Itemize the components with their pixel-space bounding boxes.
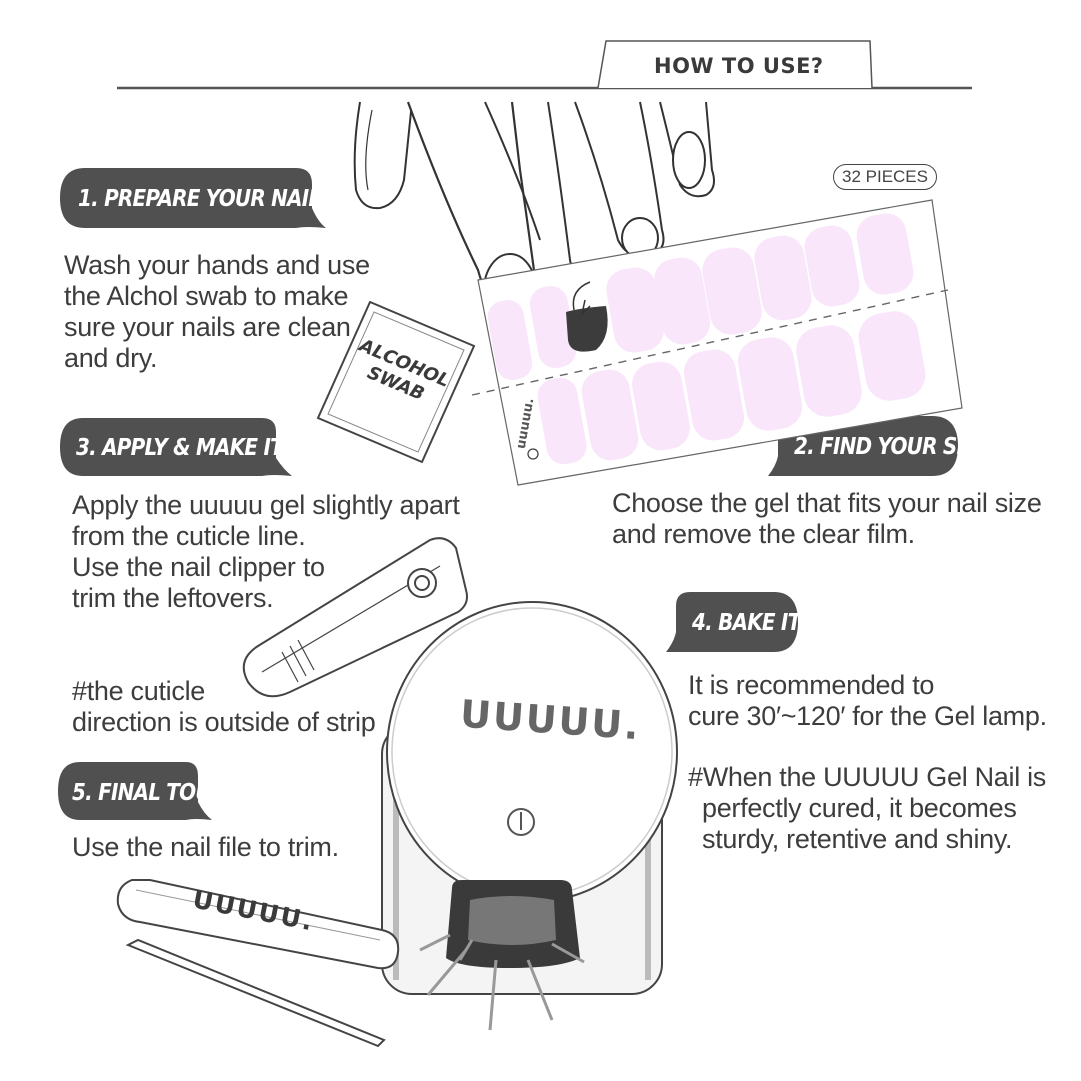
step-1-label: 1. PREPARE YOUR NAILS — [78, 184, 335, 212]
header-tab — [117, 40, 972, 90]
bubble-step-1 — [60, 168, 326, 228]
page-title: HOW TO USE? — [654, 54, 824, 78]
step-4-note: #When the UUUUU Gel Nail is perfectly cu… — [688, 762, 1046, 855]
alcohol-swab-packet — [316, 300, 476, 464]
text-line: and remove the clear film. — [612, 519, 915, 549]
bubble-step-4 — [666, 592, 798, 652]
text-line: #When the UUUUU Gel Nail is — [688, 762, 1047, 792]
text-line: perfectly cured, it becomes — [702, 793, 1017, 823]
text-line: direction is outside of strip — [72, 707, 376, 737]
cuticle-pusher — [125, 938, 386, 1048]
nail-file — [116, 879, 400, 970]
step-4-description: It is recommended to cure 30′~120′ for t… — [688, 670, 1047, 732]
step-5-label: 5. FINAL TOUCH — [72, 778, 241, 806]
text-line: sure your nails are clean — [64, 312, 351, 342]
step-1-description: Wash your hands and use the Alchol swab … — [64, 250, 370, 374]
text-line: sturdy, retentive and shiny. — [702, 824, 1013, 854]
strip-logo-icon — [527, 448, 539, 460]
text-line: Use the nail clipper to — [72, 552, 325, 582]
gel-lamp — [381, 601, 678, 1031]
text-line: Wash your hands and use — [64, 250, 370, 280]
step-2-label: 2. FIND YOUR SIZE — [794, 432, 990, 460]
step-4-label: 4. BAKE IT! — [692, 608, 810, 636]
text-line: Choose the gel that fits your nail size — [612, 488, 1042, 518]
step-2-description: Choose the gel that fits your nail size … — [612, 488, 1042, 550]
text-line: the Alchol swab to make — [64, 281, 349, 311]
bubble-step-3 — [60, 418, 292, 476]
power-button-icon — [507, 808, 535, 836]
text-line: trim the leftovers. — [72, 583, 274, 613]
step-3-description: Apply the uuuuu gel slightly apart from … — [72, 490, 460, 614]
bubble-step-5 — [58, 762, 212, 820]
text-line: Apply the uuuuu gel slightly apart — [72, 490, 460, 520]
nail-clipper — [242, 537, 468, 698]
text-line: It is recommended to — [688, 670, 935, 700]
text-line: Use the nail file to trim. — [72, 832, 339, 862]
text-line: cure 30′~120′ for the Gel lamp. — [688, 701, 1047, 731]
lamp-light-rays — [419, 933, 585, 1031]
step-5-description: Use the nail file to trim. — [72, 832, 339, 863]
nail-stickers — [487, 213, 926, 465]
pieces-badge: 32 PIECES — [833, 164, 937, 190]
text-line: from the cuticle line. — [72, 521, 306, 551]
text-line: #the cuticle — [72, 676, 205, 706]
step-3-note: #the cuticle direction is outside of str… — [72, 676, 376, 738]
step-3-label: 3. APPLY & MAKE IT FIT! — [76, 433, 331, 461]
nail-strip-sheet — [471, 199, 963, 486]
text-line: and dry. — [64, 343, 158, 373]
